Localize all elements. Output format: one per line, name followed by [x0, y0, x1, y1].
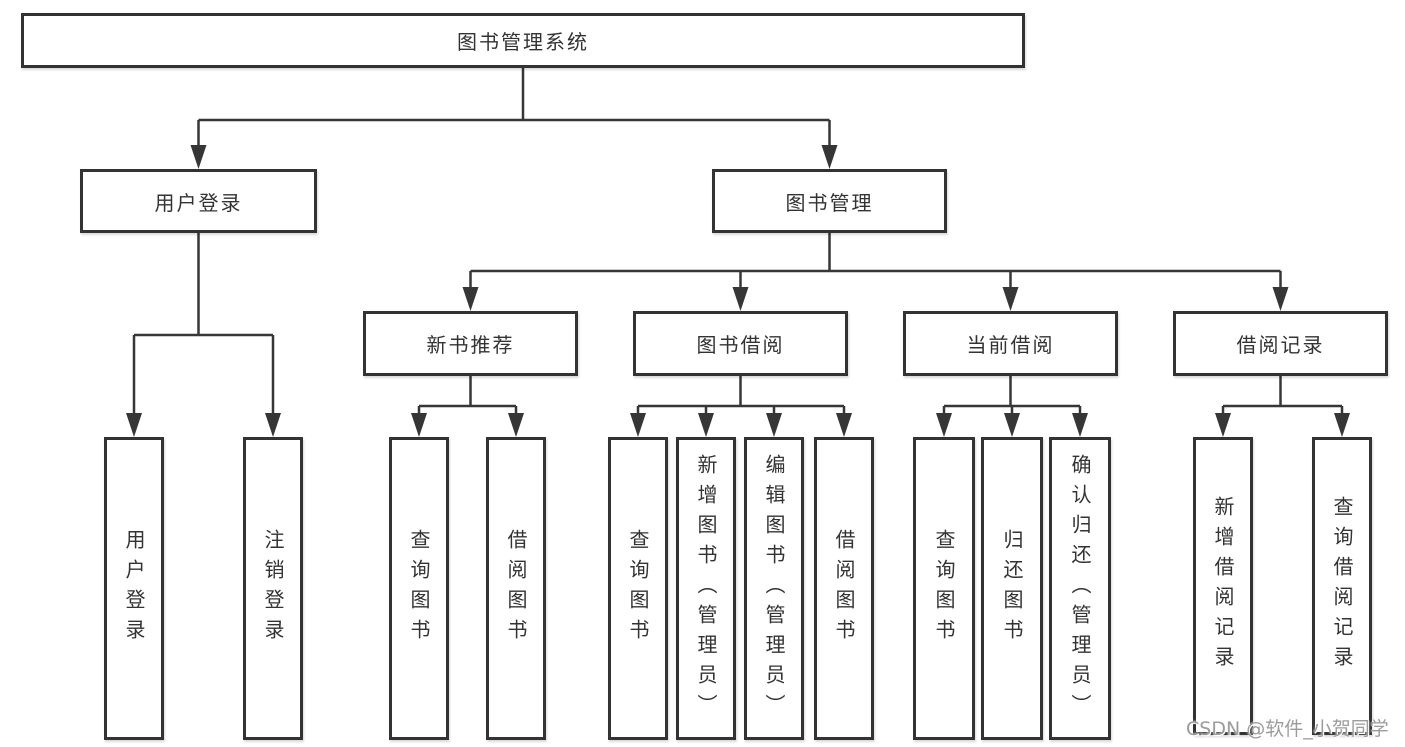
- arrow-down-icon: [1002, 287, 1019, 311]
- node-user-login: 用户登录: [80, 169, 317, 233]
- node-book-management: 图书管理: [712, 169, 947, 233]
- arrow-down-icon: [411, 413, 427, 437]
- node-new-book-recommend: 新书推荐: [363, 311, 578, 376]
- leaf-label: 归还图书: [1000, 528, 1024, 649]
- arrow-down-icon: [936, 413, 952, 437]
- arrow-down-icon: [1334, 413, 1350, 437]
- node-new-book-recommend-label: 新书推荐: [426, 333, 515, 357]
- arrow-down-icon: [462, 287, 479, 311]
- arrow-down-icon: [821, 145, 838, 169]
- arrow-down-icon: [836, 413, 852, 437]
- leaf-label: 确认归还（管理员）: [1068, 453, 1092, 724]
- leaf-query-books-3: 查询图书: [913, 437, 975, 740]
- leaf-query-borrow-record: 查询借阅记录: [1312, 437, 1372, 735]
- arrow-down-icon: [698, 413, 714, 437]
- node-current-borrow-label: 当前借阅: [966, 333, 1055, 357]
- arrow-down-icon: [1004, 413, 1020, 437]
- node-book-borrow: 图书借阅: [633, 311, 848, 376]
- node-borrow-records-label: 借阅记录: [1236, 333, 1325, 357]
- leaf-return-books: 归还图书: [981, 437, 1043, 740]
- node-book-borrow-label: 图书借阅: [696, 333, 785, 357]
- leaf-label: 注销登录: [261, 528, 285, 649]
- arrow-down-icon: [265, 413, 281, 437]
- connector-lines: [132, 68, 1344, 416]
- arrow-down-icon: [766, 413, 782, 437]
- leaf-label: 查询图书: [932, 528, 956, 649]
- leaf-label: 查询图书: [626, 528, 650, 649]
- leaf-add-books-admin: 新增图书（管理员）: [676, 437, 736, 740]
- leaf-edit-books-admin: 编辑图书（管理员）: [744, 437, 804, 740]
- leaf-confirm-return-admin: 确认归还（管理员）: [1049, 437, 1111, 740]
- arrow-down-icon: [732, 287, 749, 311]
- leaf-label: 用户登录: [122, 528, 146, 649]
- leaf-borrow-books-1: 借阅图书: [486, 437, 546, 740]
- leaf-label: 新增借阅记录: [1211, 496, 1235, 676]
- node-root: 图书管理系统: [21, 13, 1025, 68]
- leaf-label: 借阅图书: [832, 528, 856, 649]
- leaf-label: 查询借阅记录: [1330, 496, 1354, 676]
- arrow-down-icon: [1272, 287, 1289, 311]
- leaf-label: 查询图书: [407, 528, 431, 649]
- node-borrow-records: 借阅记录: [1173, 311, 1388, 376]
- arrow-down-icon: [630, 413, 646, 437]
- leaf-logout: 注销登录: [243, 437, 303, 740]
- arrowheads: [126, 145, 1350, 437]
- leaf-borrow-books-2: 借阅图书: [814, 437, 874, 740]
- leaf-add-borrow-record: 新增借阅记录: [1193, 437, 1253, 735]
- leaf-query-books-2: 查询图书: [608, 437, 668, 740]
- node-current-borrow: 当前借阅: [903, 311, 1118, 376]
- watermark: CSDN @软件_小贺同学: [1186, 718, 1389, 740]
- arrow-down-icon: [190, 145, 207, 169]
- arrow-down-icon: [1072, 413, 1088, 437]
- leaf-label: 借阅图书: [504, 528, 528, 649]
- leaf-label: 编辑图书（管理员）: [762, 453, 786, 724]
- node-book-management-label: 图书管理: [785, 190, 874, 215]
- leaf-label: 新增图书（管理员）: [694, 453, 718, 724]
- arrow-down-icon: [126, 413, 142, 437]
- arrow-down-icon: [508, 413, 524, 437]
- leaf-query-books-1: 查询图书: [389, 437, 449, 740]
- node-root-label: 图书管理系统: [457, 30, 589, 54]
- node-user-login-label: 用户登录: [154, 190, 243, 215]
- leaf-user-login: 用户登录: [104, 437, 164, 740]
- arrow-down-icon: [1215, 413, 1231, 437]
